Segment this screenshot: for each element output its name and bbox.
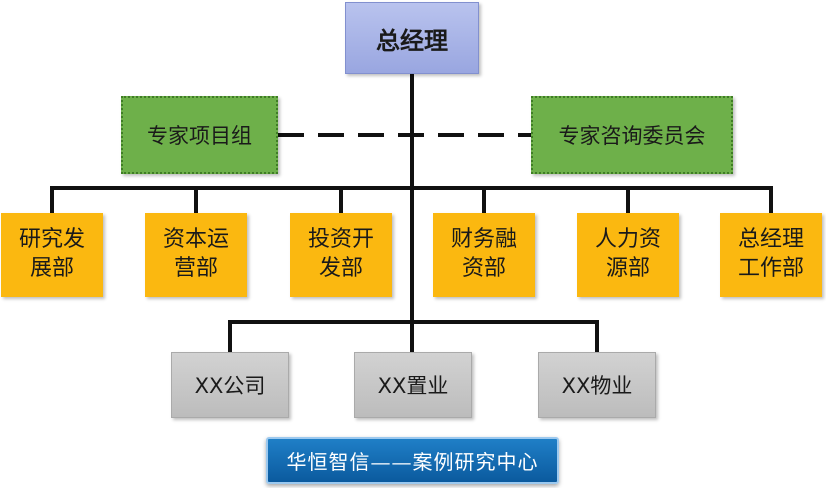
general-manager-box: 总经理 [345, 2, 479, 74]
dept-label-line1: 资本运 [162, 227, 229, 253]
dept-label-line1: 人力资 [594, 227, 661, 253]
dept-label-line2: 工作部 [737, 256, 804, 281]
general-manager-label: 总经理 [376, 26, 448, 55]
dept-finance: 财务融 资部 [433, 213, 535, 297]
dept-label-line1: 研究发 [18, 227, 85, 253]
dept-label-line2: 源部 [605, 256, 650, 281]
dept-human-resources: 人力资 源部 [577, 213, 679, 297]
dept-label-line1: 总经理 [737, 227, 804, 253]
dept-investment-development: 投资开 发部 [290, 213, 392, 297]
dept-research-development: 研究发 展部 [1, 213, 103, 297]
dept-label-line2: 展部 [29, 256, 74, 281]
subsidiary-company: XX公司 [171, 352, 289, 418]
dept-gm-office: 总经理 工作部 [720, 213, 822, 297]
subsidiary-label: XX物业 [561, 374, 633, 398]
dept-capital-operations: 资本运 营部 [145, 213, 247, 297]
dept-label-line2: 资部 [461, 256, 506, 281]
footer-banner: 华恒智信——案例研究中心 [266, 437, 559, 484]
dept-label-line2: 营部 [173, 256, 218, 281]
expert-advisory-committee-box: 专家咨询委员会 [531, 96, 733, 174]
expert-project-group-box: 专家项目组 [121, 96, 278, 174]
footer-banner-text: 华恒智信——案例研究中心 [286, 450, 539, 474]
subsidiary-property: XX物业 [538, 352, 656, 418]
expert-advisory-committee-label: 专家咨询委员会 [558, 124, 706, 148]
dept-label-line1: 投资开 [307, 227, 374, 253]
subsidiary-label: XX公司 [194, 374, 266, 398]
expert-project-group-label: 专家项目组 [147, 124, 252, 148]
dept-label-line2: 发部 [318, 256, 363, 281]
subsidiary-real-estate: XX置业 [354, 352, 472, 418]
dept-label-line1: 财务融 [450, 227, 517, 253]
subsidiary-label: XX置业 [377, 374, 449, 398]
